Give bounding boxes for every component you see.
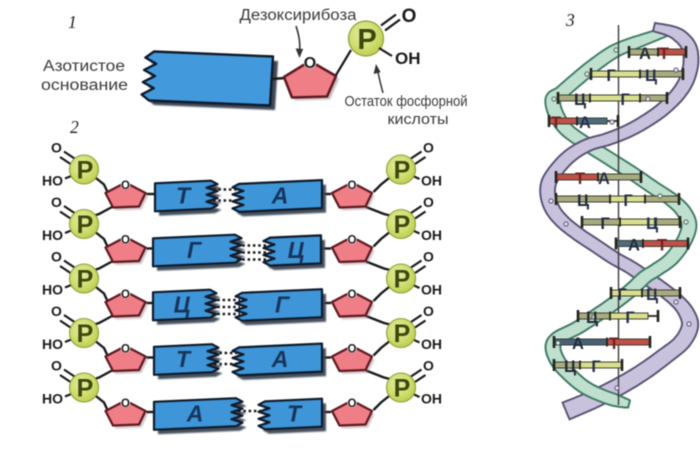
svg-text:Ц: Ц	[577, 192, 589, 210]
svg-text:А: А	[186, 401, 204, 427]
svg-text:OH: OH	[421, 282, 442, 298]
svg-text:А: А	[628, 237, 640, 255]
svg-text:Ц: Ц	[646, 286, 658, 304]
svg-text:O: O	[121, 398, 130, 410]
svg-text:O: O	[423, 303, 434, 319]
svg-text:P: P	[77, 266, 94, 294]
svg-text:OH: OH	[421, 336, 442, 352]
svg-text:O: O	[423, 194, 434, 210]
svg-text:P: P	[77, 375, 94, 403]
svg-text:2: 2	[70, 117, 79, 137]
svg-text:HO: HO	[42, 391, 63, 407]
svg-text:кислоты: кислоты	[388, 111, 449, 128]
svg-text:P: P	[77, 320, 94, 348]
svg-text:А: А	[271, 346, 289, 372]
svg-text:O: O	[51, 249, 62, 265]
svg-text:Т: Т	[575, 170, 585, 188]
svg-text:А: А	[572, 335, 584, 353]
svg-text:O: O	[348, 289, 357, 301]
svg-text:Т: Т	[657, 237, 667, 255]
svg-text:1: 1	[68, 12, 77, 32]
svg-text:O: O	[51, 194, 62, 210]
svg-text:P: P	[394, 157, 411, 185]
svg-text:O: O	[51, 140, 62, 156]
svg-text:А: А	[579, 114, 591, 132]
svg-text:O: O	[348, 398, 357, 410]
svg-text:OH: OH	[421, 227, 442, 243]
svg-text:Т: Т	[287, 401, 303, 427]
svg-text:Ц: Ц	[174, 292, 191, 318]
svg-text:O: O	[348, 180, 357, 192]
svg-text:O: O	[121, 344, 130, 356]
svg-text:Г: Г	[620, 91, 630, 109]
svg-text:P: P	[394, 320, 411, 348]
svg-text:OH: OH	[421, 391, 442, 407]
svg-text:O: O	[402, 6, 417, 27]
svg-text:O: O	[51, 358, 62, 374]
svg-text:O: O	[51, 303, 62, 319]
svg-text:Г: Г	[275, 292, 290, 318]
svg-text:O: O	[121, 289, 130, 301]
svg-text:O: O	[423, 140, 434, 156]
svg-text:HO: HO	[42, 227, 63, 243]
svg-text:HO: HO	[42, 173, 63, 189]
svg-text:Остаток фосфорной: Остаток фосфорной	[345, 93, 468, 110]
svg-text:O: O	[423, 249, 434, 265]
svg-text:P: P	[394, 375, 411, 403]
svg-text:OH: OH	[395, 49, 421, 68]
svg-text:Ц: Ц	[586, 309, 598, 327]
svg-text:Г: Г	[600, 215, 610, 233]
svg-text:Ц: Ц	[574, 91, 586, 109]
svg-text:HO: HO	[42, 336, 63, 352]
svg-text:Г: Г	[591, 358, 601, 376]
svg-text:Г: Г	[606, 67, 616, 85]
svg-text:Т: Т	[176, 346, 192, 372]
svg-text:Т: Т	[659, 45, 669, 63]
svg-text:Азотистое: Азотистое	[43, 58, 125, 75]
svg-text:Г: Г	[187, 237, 202, 263]
svg-text:Т: Т	[551, 114, 561, 132]
svg-text:основание: основание	[41, 77, 128, 94]
svg-text:Г: Г	[617, 286, 627, 304]
svg-text:Ц: Ц	[645, 67, 657, 85]
svg-text:O: O	[348, 344, 357, 356]
svg-text:Дезоксирибоза: Дезоксирибоза	[240, 7, 357, 24]
svg-text:OH: OH	[421, 173, 442, 189]
svg-text:Г: Г	[625, 309, 635, 327]
svg-text:3: 3	[565, 10, 575, 30]
svg-text:А: А	[639, 45, 651, 63]
svg-text:Ц: Ц	[564, 358, 576, 376]
svg-text:P: P	[357, 24, 376, 56]
svg-text:P: P	[77, 211, 94, 239]
svg-text:O: O	[121, 180, 130, 192]
svg-text:P: P	[77, 157, 94, 185]
svg-text:Г: Г	[623, 192, 633, 210]
svg-text:Т: Т	[176, 183, 192, 209]
svg-text:Ц: Ц	[288, 237, 305, 263]
svg-text:P: P	[394, 211, 411, 239]
svg-text:А: А	[598, 170, 610, 188]
svg-text:P: P	[394, 266, 411, 294]
svg-text:O: O	[423, 358, 434, 374]
svg-text:O: O	[348, 235, 357, 247]
svg-text:O: O	[304, 55, 316, 72]
svg-text:Т: Т	[609, 335, 619, 353]
svg-text:А: А	[271, 183, 289, 209]
svg-text:Ц: Ц	[646, 215, 658, 233]
svg-text:O: O	[121, 235, 130, 247]
svg-text:HO: HO	[42, 282, 63, 298]
